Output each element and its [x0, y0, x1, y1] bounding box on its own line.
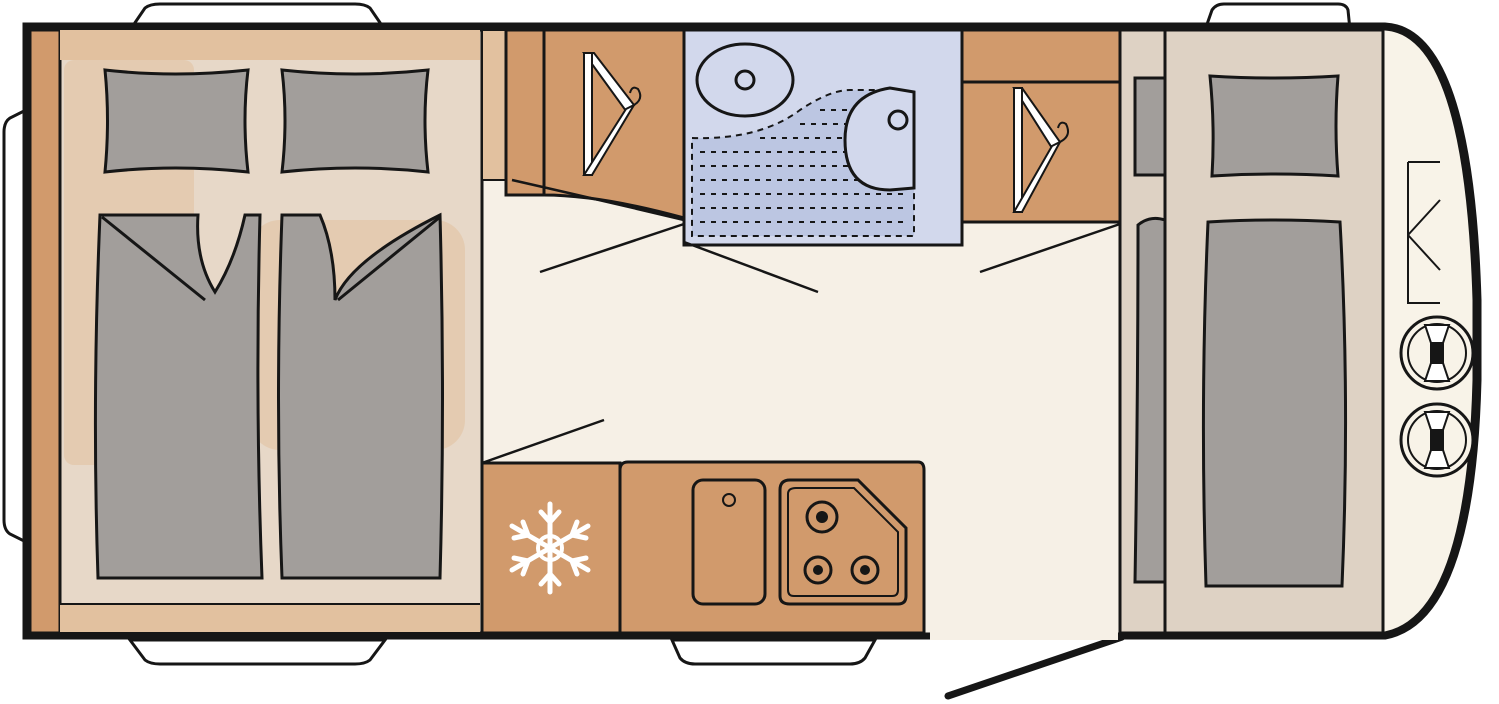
basin	[695, 42, 795, 118]
door-swing	[539, 222, 685, 274]
toilet-flush	[887, 109, 909, 131]
burner	[805, 500, 839, 534]
door-swing	[683, 240, 819, 294]
wardrobe-right-body	[960, 80, 1122, 224]
bed-frame-bottom-trim	[60, 604, 480, 632]
shower-dots	[700, 109, 905, 223]
door-swing	[979, 222, 1121, 274]
wardrobe-right	[960, 28, 1122, 224]
seat-cushion-lower	[1201, 218, 1348, 588]
rear-double-bed	[28, 28, 484, 635]
pillow-left	[103, 68, 250, 174]
entrance-door[interactable]	[944, 633, 1126, 700]
backrest-upper	[1133, 76, 1167, 177]
mattress-left	[93, 213, 264, 580]
overhead-cabinet	[960, 28, 1122, 84]
washroom	[682, 28, 964, 247]
pillow-right	[280, 68, 430, 174]
gas-bottle-locker	[1399, 161, 1475, 478]
mattress-right-fold	[337, 215, 441, 302]
burner	[850, 555, 880, 585]
sink	[691, 478, 767, 606]
toilet	[843, 86, 916, 192]
fridge	[480, 461, 622, 635]
window-rear	[2, 107, 28, 545]
door-swing	[481, 418, 605, 465]
seat-cushion-upper	[1208, 74, 1340, 178]
gas-bottle	[1399, 315, 1475, 391]
wardrobe-left-body	[542, 28, 686, 220]
backrest-lower	[1133, 216, 1167, 584]
basin-drain	[734, 69, 756, 91]
snowflake-icon	[509, 501, 591, 595]
door-swings	[481, 178, 1121, 465]
wardrobe-left	[481, 28, 686, 220]
hanger-icon	[582, 52, 642, 176]
window-bottom-door	[669, 638, 878, 666]
front-seating	[1118, 28, 1385, 635]
burner	[803, 555, 833, 585]
hob	[778, 478, 908, 606]
rear-wall-strip	[28, 28, 62, 635]
gas-bottle	[1399, 402, 1475, 478]
locker-lid-outline	[1407, 161, 1441, 304]
mattress-right	[277, 212, 444, 580]
sink-drain	[722, 493, 736, 507]
kitchen	[618, 460, 926, 635]
bed-frame-top-trim	[60, 30, 480, 60]
window-bottom-rear	[127, 638, 388, 666]
mattress-left-fold	[101, 215, 206, 302]
hanger-icon	[1012, 87, 1069, 213]
cabinet-strip	[481, 29, 507, 181]
cabinet-column	[504, 28, 546, 197]
wardrobe-door-arc	[511, 178, 685, 222]
